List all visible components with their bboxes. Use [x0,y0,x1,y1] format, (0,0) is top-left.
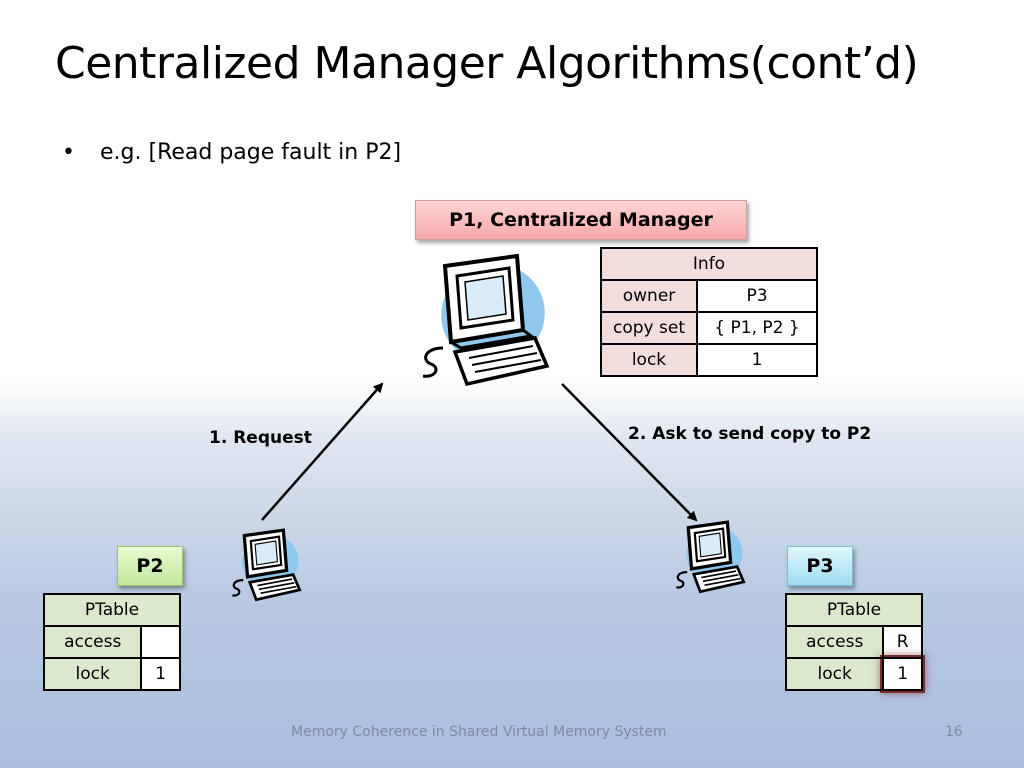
p2-label: P2 [117,546,183,586]
p3-computer-icon [676,520,746,594]
info-key: copy set [600,311,698,345]
ptable-key: lock [42,657,143,691]
page-number: 16 [945,724,963,740]
ptable-value-highlighted: 1 [882,657,923,691]
request-arrow [261,382,384,521]
ptable-value [140,625,181,659]
slide-footer: Memory Coherence in Shared Virtual Memor… [291,724,667,740]
p2-computer-icon [232,528,302,602]
ptable-header: PTable [785,593,923,627]
info-value: { P1, P2 } [696,311,818,345]
ptable-key: lock [784,657,885,691]
manager-computer-icon [422,253,550,387]
info-value: P3 [696,279,818,313]
request-edge-label: 1. Request [209,428,312,448]
info-key: lock [600,343,698,377]
info-table-header: Info [600,247,818,281]
p3-label: P3 [787,546,853,586]
slide-title: Centralized Manager Algorithms(cont’d) [55,38,919,89]
bullet-item: • e.g. [Read page fault in P2] [62,140,401,165]
info-key: owner [600,279,698,313]
ask-edge-label: 2. Ask to send copy to P2 [628,424,872,444]
bullet-text: e.g. [Read page fault in P2] [100,140,402,165]
ptable-key: access [784,625,885,659]
ptable-key: access [42,625,143,659]
ptable-value: R [882,625,923,659]
ptable-value: 1 [140,657,181,691]
ptable-header: PTable [43,593,181,627]
manager-label: P1, Centralized Manager [415,200,747,240]
bullet-symbol: • [62,140,75,165]
info-value: 1 [696,343,818,377]
ask-arrow [561,383,698,522]
